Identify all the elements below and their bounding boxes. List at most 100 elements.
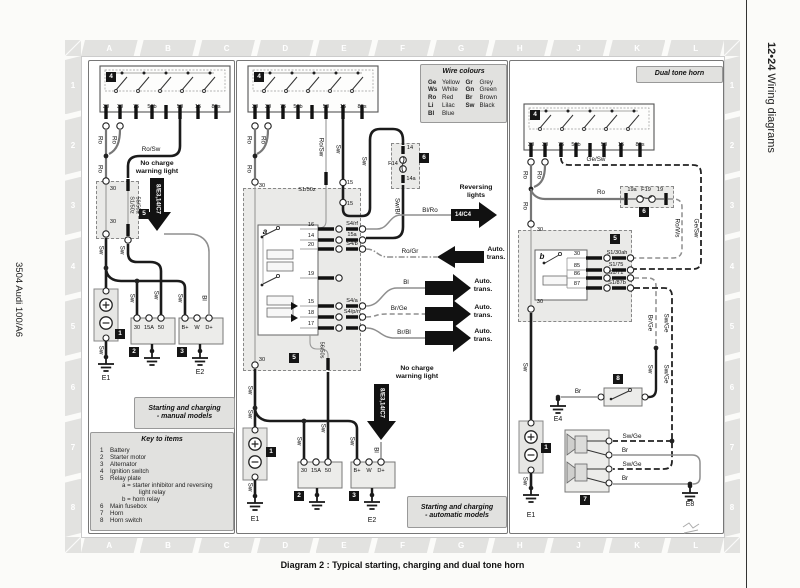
diagram-label: S1/75 (608, 261, 624, 268)
diagram-label: Sw (319, 423, 327, 433)
diagram-label: 30 (116, 103, 124, 110)
grid-cell: 7 (65, 418, 81, 476)
grid-cell: 6 (724, 358, 740, 416)
diagram-label: 5 (139, 209, 149, 219)
diagram-label: Ro (259, 135, 267, 145)
grid-cell: A (81, 40, 138, 56)
frame-corner (65, 537, 81, 553)
diagram-label: 85 (573, 262, 581, 269)
diagram-label: Br/Ge (646, 314, 654, 332)
page-number: 12•24 (765, 42, 777, 71)
diagram-label: p (164, 103, 168, 110)
diagram-label: trans. (473, 311, 493, 319)
grid-cell: E (316, 537, 373, 553)
grid-cell: B (140, 537, 197, 553)
legend-title: Wire colours (442, 68, 485, 75)
diagram-label: Ro (96, 135, 104, 145)
diagram-label: Ro (96, 164, 104, 174)
grid-cell: C (198, 40, 255, 56)
diagram-label: 5 (289, 353, 299, 363)
diagram-label: Sw/Bl (393, 197, 401, 215)
diagram-label: W (194, 324, 200, 331)
diagram-label: 14a (406, 175, 416, 182)
diagram-label: 14 (307, 232, 315, 239)
diagram-label: 19 (656, 186, 664, 193)
diagram-label: F14 (388, 160, 398, 167)
diagram-label: 15 (617, 141, 625, 148)
grid-cell: K (609, 40, 666, 56)
diagram-label: Br (574, 387, 582, 395)
diagram-label: 30 (536, 226, 544, 233)
diagram-label: Ro (245, 135, 253, 145)
diagram-label: Ro/Ws (673, 218, 681, 238)
key-item: light relay (139, 489, 166, 497)
diagram-label: 19a (627, 186, 637, 193)
diagram-label: 30 (109, 218, 117, 225)
grid-cell: L (667, 40, 724, 56)
diagram-label: 50 (176, 103, 184, 110)
diagram-label: 1 (266, 447, 276, 457)
diagram-label: Sw (246, 482, 254, 492)
diagram-label: 18 (307, 309, 315, 316)
diagram-label: 50b (147, 103, 157, 110)
grid-cell: 4 (65, 237, 81, 295)
diagram-label: 30 (527, 141, 535, 148)
grid-cell: 8 (65, 479, 81, 537)
grid-cell: A (81, 537, 138, 553)
diagram-label: Sw (152, 290, 160, 300)
grid-cell: 1 (724, 56, 740, 114)
grid-cell: J (550, 537, 607, 553)
diagram-label: Br (621, 446, 629, 454)
diagram-label: 20 (307, 241, 315, 248)
grid-cell: F (374, 40, 431, 56)
diagram-label: Sw (646, 364, 654, 374)
diagram-label: No charge (400, 364, 434, 372)
diagram-label: 5 (610, 234, 620, 244)
frame-corner (65, 40, 81, 56)
diagram-label: Sw (521, 476, 529, 486)
diagram-label: S1/30ah (606, 249, 628, 256)
diagram-label: Ro/Gr (401, 247, 419, 255)
grid-cell: 1 (65, 56, 81, 114)
diagram-label: E2 (195, 368, 205, 376)
diagram-label: Ro (535, 170, 543, 180)
diagram-label: 87 (573, 280, 581, 287)
diagram-label: B+ (181, 324, 189, 331)
diagram-label: 6 (639, 207, 649, 217)
diagram-label: Ro/Sw (317, 137, 325, 157)
diagram-label: b (539, 251, 545, 261)
diagram-label: Bl/Ro (422, 206, 438, 214)
page-header: 12•24 Wiring diagrams (765, 42, 777, 153)
grid-cell: 8 (724, 479, 740, 537)
diagram-label: Ro (110, 135, 118, 145)
diagram-label: 15A (311, 467, 321, 474)
diagram-label: warning light (135, 167, 179, 175)
diagram-label: 2 (294, 491, 304, 501)
diagram-label: 7 (580, 495, 590, 505)
grid-cell: 3 (724, 177, 740, 235)
key-item: a = starter inhibitor and reversing (122, 481, 213, 489)
diagram-label: No charge (140, 159, 174, 167)
diagram-label: Sw (334, 144, 342, 154)
spine-text: 3504 Audi 100/A6 (13, 262, 24, 338)
diagram-label: E1 (526, 511, 536, 519)
diagram-label: 4 (254, 72, 264, 82)
diagram-label: E1 (250, 515, 260, 523)
diagram-label: Ro (245, 164, 253, 174)
diagram-label: Ro (521, 201, 529, 211)
diagram-label: 1 (541, 443, 551, 453)
diagram-label: 14/C4 (454, 211, 472, 218)
diagram-label: 15 (307, 298, 315, 305)
diagram-label: 15A (144, 324, 154, 331)
diagram-label: 50 (322, 103, 330, 110)
